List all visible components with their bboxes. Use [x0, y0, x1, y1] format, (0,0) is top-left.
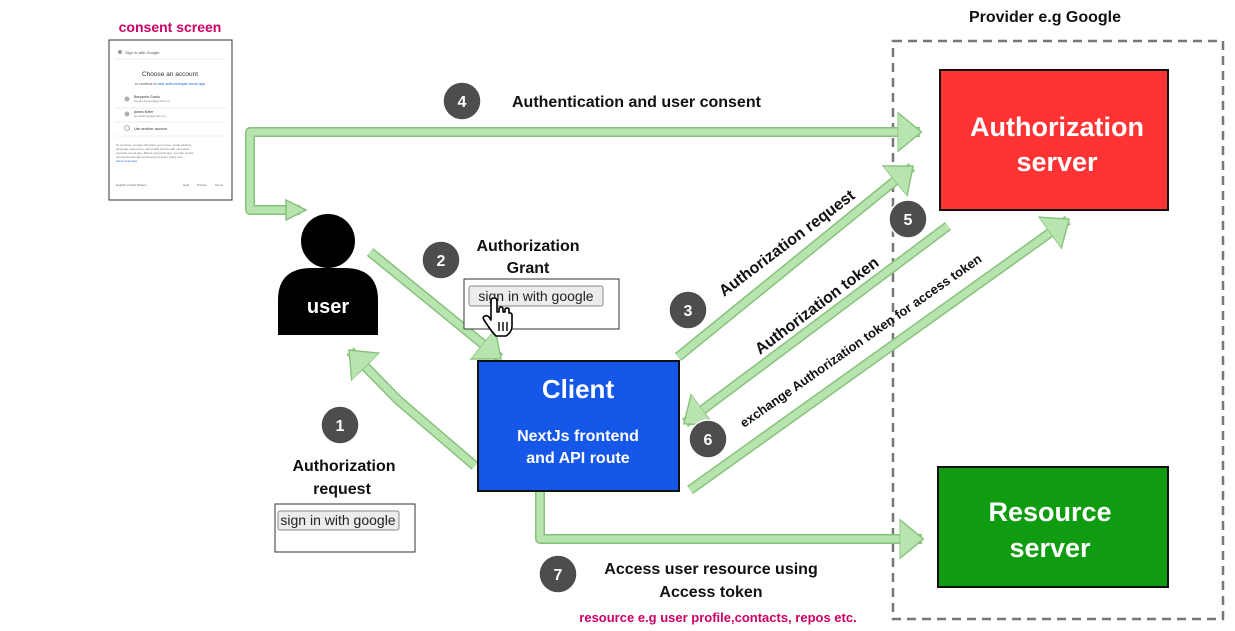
client-title: Client [542, 374, 615, 404]
hand-cursor-icon [482, 297, 513, 337]
step-circles: 1 2 3 4 5 6 7 [320, 81, 928, 594]
arrow-step3-client-to-auth-server [675, 164, 915, 360]
account2-email: jamesflutter@gmail.com [133, 114, 167, 118]
resource-server-node: Resource server [937, 466, 1169, 588]
consent-disclaimer-1: To continue, Google will share your name… [116, 143, 192, 147]
step-number-3: 3 [684, 303, 693, 320]
consent-title: Choose an account [142, 71, 198, 78]
arrows [246, 132, 1068, 539]
step-circle-7: 7 [538, 554, 578, 594]
consent-screen-label: consent screen [119, 19, 222, 35]
consent-disclaimer-2: language preference, and profile picture… [116, 147, 190, 151]
arrow-step6-client-to-auth-server [687, 220, 1068, 493]
sign-in-google-button-top[interactable] [468, 285, 604, 307]
consent-footer-lang[interactable]: English (United States) [116, 183, 147, 187]
step-number-7: 7 [554, 567, 563, 584]
step-circle-5: 5 [888, 199, 928, 239]
auth-grant-line1: Authorization [476, 238, 579, 255]
arrow-step2-user-to-client [367, 249, 503, 361]
step-circle-3: 3 [668, 290, 708, 330]
step-number-2: 2 [437, 253, 446, 270]
consent-screen-mock: Sign in with Google Choose an account to… [108, 39, 233, 201]
consent-footer-terms[interactable]: Terms [215, 183, 224, 187]
step4-label: Authentication and user consent [512, 94, 762, 111]
consent-header: Sign in with Google [125, 50, 160, 55]
arrow-step5-auth-server-to-client [682, 223, 951, 423]
auth-grant-line2: Grant [507, 260, 550, 277]
user-label: user [307, 296, 349, 318]
auth-server-line2: server [1016, 147, 1098, 177]
sign-in-google-button-top-label: sign in with google [478, 288, 593, 304]
arrow-step7-client-to-resource-server [536, 492, 922, 539]
step-circle-1: 1 [320, 405, 360, 445]
other-account[interactable]: Use another account [134, 127, 167, 131]
sign-in-box-bottom: sign in with google [274, 503, 416, 553]
resource-server-line1: Resource [988, 497, 1111, 527]
step7-label-line2: Access token [659, 584, 762, 601]
resource-note: resource e.g user profile,contacts, repo… [579, 610, 856, 625]
client-subtitle-1: NextJs frontend [517, 428, 639, 445]
step-number-1: 1 [336, 418, 345, 435]
arrow-step4-consent-to-user [246, 132, 920, 214]
consent-disclaimer-5[interactable]: terms of service. [116, 159, 138, 163]
user-body [278, 268, 378, 335]
step-circle-6: 6 [688, 419, 728, 459]
consent-disclaimer-4: next-auth-example.vercel.app's privacy p… [116, 155, 183, 159]
arrow-step1-client-to-user [347, 348, 478, 469]
client-subtitle-2: and API route [526, 450, 630, 467]
step-number-4: 4 [458, 94, 467, 111]
account1-avatar [124, 96, 130, 102]
step-circle-4: 4 [442, 81, 482, 121]
client-node: Client NextJs frontend and API route [477, 360, 680, 492]
step-number-5: 5 [904, 212, 913, 229]
consent-subtitle: to continue to next-auth-example.vercel.… [135, 82, 205, 86]
auth-request-left-line1: Authorization [292, 458, 395, 475]
consent-footer-help[interactable]: Help [183, 183, 190, 187]
authorization-server-node: Authorization server [939, 69, 1169, 211]
step7-label-line1: Access user resource using [604, 561, 817, 578]
resource-server-line2: server [1009, 533, 1091, 563]
user-head [301, 214, 355, 268]
provider-container [891, 39, 1225, 621]
account2-avatar [124, 111, 130, 117]
step-circle-2: 2 [421, 240, 461, 280]
step-number-6: 6 [704, 432, 713, 449]
auth-server-line1: Authorization [970, 112, 1144, 142]
arrow-step4-head-user [285, 198, 308, 222]
account1-email: benjamingusta@gmail.com [134, 99, 171, 103]
other-account-icon [124, 125, 130, 131]
sign-in-google-button-bottom[interactable] [277, 510, 400, 531]
consent-footer-privacy[interactable]: Privacy [197, 183, 207, 187]
auth-request-left-line2: request [313, 481, 371, 498]
provider-label: Provider e.g Google [969, 9, 1121, 26]
sign-in-google-button-bottom-label: sign in with google [280, 512, 395, 528]
consent-disclaimer-3: example.vercel.app. Before using this ap… [116, 151, 194, 155]
account1-name[interactable]: Benjamin Gusta [134, 95, 160, 99]
user-node: user [278, 214, 378, 335]
account2-name[interactable]: james flutter [133, 110, 154, 114]
